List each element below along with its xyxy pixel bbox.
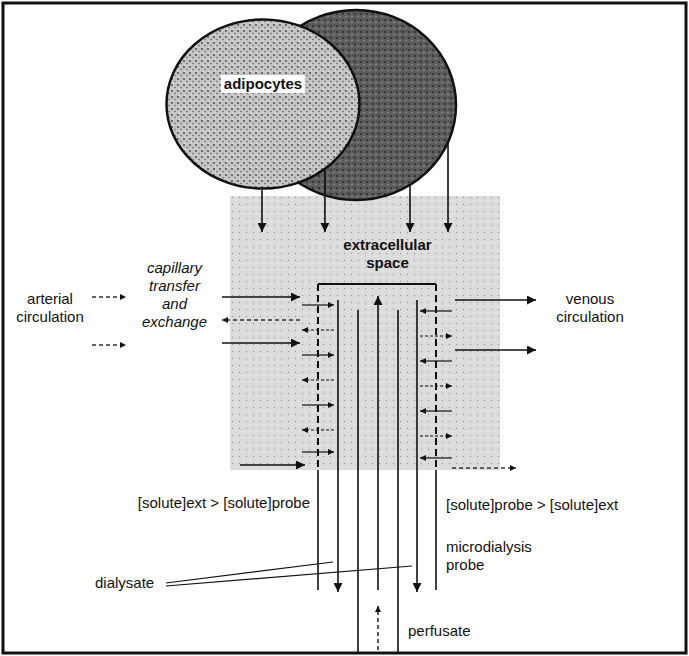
exchange-arrow bbox=[302, 429, 334, 430]
probe-wall bbox=[435, 470, 437, 590]
exchange-arrow bbox=[302, 404, 334, 405]
dialysate-flow bbox=[337, 300, 339, 592]
leader-line bbox=[166, 562, 333, 583]
exchange-arrow bbox=[222, 319, 300, 320]
release-arrow bbox=[261, 190, 263, 232]
flow-arrow bbox=[92, 296, 126, 297]
adipocyte-cell: adipocytes bbox=[165, 18, 361, 190]
release-arrow bbox=[409, 186, 411, 232]
perfusate-flow bbox=[377, 296, 379, 590]
node-label: extracellular space bbox=[325, 236, 450, 272]
exchange-arrow bbox=[420, 410, 452, 411]
circulation-label: venous circulation bbox=[542, 290, 638, 326]
exchange-arrow bbox=[222, 342, 300, 344]
release-arrow bbox=[447, 143, 449, 232]
gradient-label: [solute]ext > [solute]probe bbox=[98, 494, 310, 512]
exchange-arrow bbox=[420, 335, 452, 336]
frame bbox=[3, 3, 686, 653]
circulation-label: arterial circulation bbox=[8, 290, 92, 326]
exchange-arrow bbox=[302, 379, 334, 380]
flow-arrow bbox=[455, 299, 536, 301]
exchange-arrow bbox=[302, 354, 334, 355]
exchange-arrow bbox=[302, 451, 334, 452]
flow-arrow bbox=[455, 349, 536, 351]
flow-arrow bbox=[92, 344, 126, 345]
gradient-arrow bbox=[240, 464, 305, 466]
exchange-label: capillary transfer and exchange bbox=[137, 259, 212, 331]
exchange-arrow bbox=[420, 385, 452, 386]
probe-membrane bbox=[317, 284, 319, 470]
node-label: adipocytes bbox=[221, 75, 305, 93]
dialysate-flow bbox=[416, 300, 418, 592]
gradient-arrow bbox=[452, 467, 516, 468]
cell-outline bbox=[165, 18, 361, 190]
release-arrow bbox=[324, 171, 326, 232]
extracellular-space: extracellular space bbox=[230, 232, 500, 470]
dialysate-label: dialysate bbox=[95, 574, 165, 592]
membrane-exchange bbox=[302, 305, 452, 458]
gradient-label: [solute]probe > [solute]ext bbox=[446, 496, 666, 514]
microdialysis-probe bbox=[302, 284, 452, 652]
exchange-arrow bbox=[420, 360, 452, 361]
probe-wall bbox=[317, 470, 319, 590]
perfusate-label: perfusate bbox=[408, 622, 498, 640]
exchange-arrow bbox=[420, 457, 452, 458]
probe-label: microdialysis probe bbox=[446, 538, 546, 574]
exchange-arrow bbox=[420, 310, 452, 311]
exchange-arrow bbox=[302, 329, 334, 330]
exchange-arrow bbox=[302, 304, 334, 305]
leader-line bbox=[166, 566, 412, 586]
exchange-arrow bbox=[222, 296, 300, 298]
perfusate-inflow bbox=[377, 606, 378, 650]
probe-tip bbox=[318, 283, 436, 285]
inner-tube bbox=[397, 310, 399, 652]
inner-tube bbox=[357, 310, 359, 652]
probe-membrane bbox=[435, 284, 437, 470]
extracellular-ground bbox=[230, 196, 500, 470]
exchange-arrow bbox=[420, 435, 452, 436]
cell-outline bbox=[167, 20, 360, 189]
